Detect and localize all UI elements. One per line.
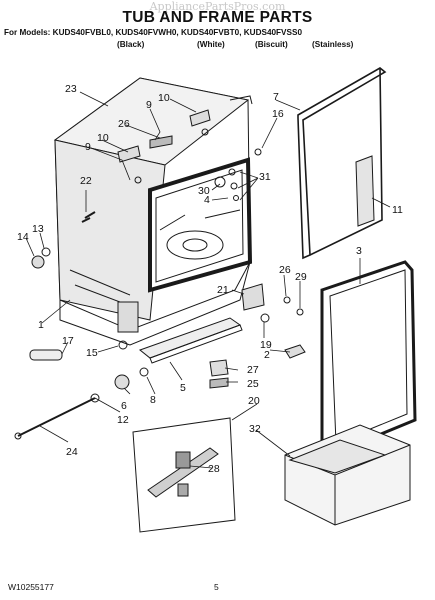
finish-black: (Black)	[117, 40, 145, 49]
callout-9: 9	[85, 141, 91, 153]
callout-10: 10	[97, 132, 109, 144]
callout-10-top: 10	[158, 92, 170, 104]
callout-11: 12	[117, 414, 129, 426]
callout-12: 11	[392, 204, 403, 216]
diagram-title: TUB AND FRAME PARTS	[122, 9, 313, 26]
callout-24: 25	[247, 378, 259, 390]
callout-23: 23	[65, 83, 77, 95]
callout-31: 31	[259, 171, 271, 183]
callout-19: 19	[260, 339, 272, 351]
callout-14: 14	[17, 231, 29, 243]
callout-6: 7	[273, 91, 279, 103]
callout-25: 27	[247, 364, 259, 376]
drain-cable	[14, 393, 100, 440]
callout-3: 3	[356, 245, 362, 257]
callout-1: 1	[38, 319, 44, 331]
finish-stainless: (Stainless)	[312, 40, 354, 49]
callout-4: 4	[204, 194, 210, 206]
door-gasket	[320, 260, 417, 457]
support-plate	[138, 317, 243, 364]
mounting-bracket	[214, 148, 304, 323]
callout-15: 15	[86, 347, 98, 359]
callout-8: 6	[121, 400, 127, 412]
leveling-legs	[209, 344, 306, 389]
left-fasteners	[29, 211, 149, 390]
callout-27: 28	[208, 463, 220, 475]
finish-white: (White)	[197, 40, 225, 49]
callout-13: 13	[32, 223, 44, 235]
callout-26-top: 26	[118, 118, 130, 130]
insulation-strip	[355, 155, 375, 227]
callout-17: 17	[62, 335, 74, 347]
leader-lines	[25, 91, 391, 469]
callout-29: 29	[295, 271, 307, 283]
side-gasket	[297, 67, 387, 260]
callout-26: 26	[279, 264, 291, 276]
page-number: 5	[214, 582, 219, 592]
finish-biscuit: (Biscuit)	[255, 40, 288, 49]
base-cover	[284, 424, 411, 526]
callout-30: 30	[198, 185, 210, 197]
callout-22: 22	[80, 175, 92, 187]
callout-18: 20	[248, 395, 260, 407]
callout-20: 21	[217, 284, 229, 296]
callout-16: 16	[272, 108, 284, 120]
spray-arm-inset	[132, 417, 236, 533]
document-number: W10255177	[8, 582, 54, 592]
callout-9-top: 9	[146, 99, 152, 111]
watermark: AppliancePartsPros.com	[149, 0, 286, 13]
callout-5: 5	[180, 382, 186, 394]
callout-2: 2	[264, 349, 270, 361]
callout-21: 24	[66, 446, 78, 458]
models-line: For Models: KUDS40FVBL0, KUDS40FVWH0, KU…	[4, 28, 302, 37]
callout-7: 8	[150, 394, 156, 406]
callout-numbers: 23 10 9 26 10 9 22 7 16 30 31 4 11 13 14…	[17, 83, 403, 475]
callout-32: 32	[249, 423, 261, 435]
